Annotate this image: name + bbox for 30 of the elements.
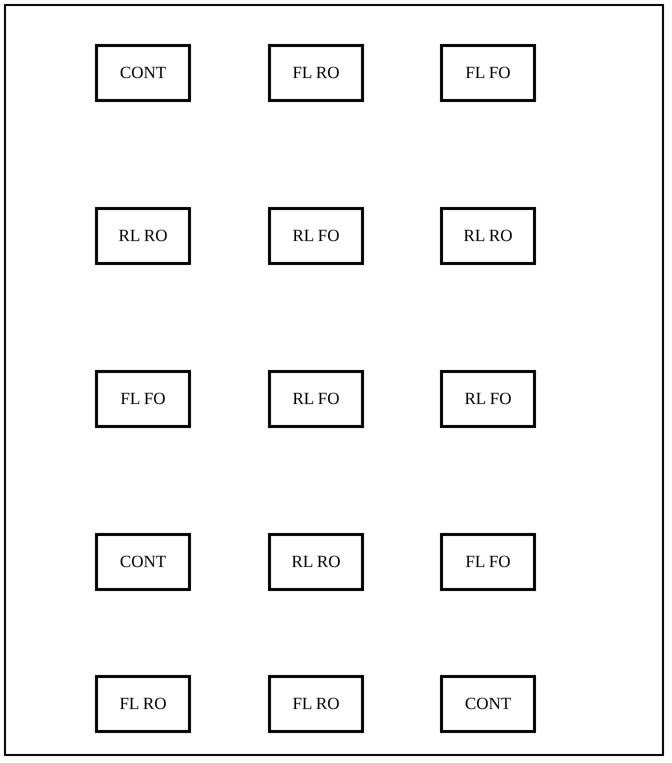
plot-box	[268, 675, 364, 733]
plot-box	[440, 675, 536, 733]
plot-label: CONT	[464, 694, 512, 714]
plot-box	[95, 675, 191, 733]
plot-box	[95, 533, 191, 591]
plot-label: RL RO	[464, 226, 512, 246]
plot-label: FL RO	[292, 694, 340, 714]
plot-label: RL RO	[292, 552, 340, 572]
plot-box	[440, 44, 536, 102]
plot-box	[268, 370, 364, 428]
plot-box	[95, 207, 191, 265]
plot-label: FL RO	[292, 63, 340, 83]
plot-label: FL FO	[120, 389, 166, 409]
plot-box	[95, 370, 191, 428]
plot-label: FL FO	[465, 63, 511, 83]
plot-box	[95, 44, 191, 102]
plot-label: FL RO	[119, 694, 167, 714]
plot-label: CONT	[120, 63, 166, 83]
plot-label: CONT	[120, 552, 166, 572]
plot-label: RL FO	[292, 226, 340, 246]
plot-box	[440, 533, 536, 591]
plot-label: RL FO	[292, 389, 340, 409]
plot-box	[440, 207, 536, 265]
plot-box	[268, 44, 364, 102]
plot-label: FL FO	[465, 552, 511, 572]
plot-box	[440, 370, 536, 428]
plot-box	[268, 533, 364, 591]
plot-box	[268, 207, 364, 265]
plot-label: RL FO	[464, 389, 512, 409]
plot-label: RL RO	[118, 226, 168, 246]
